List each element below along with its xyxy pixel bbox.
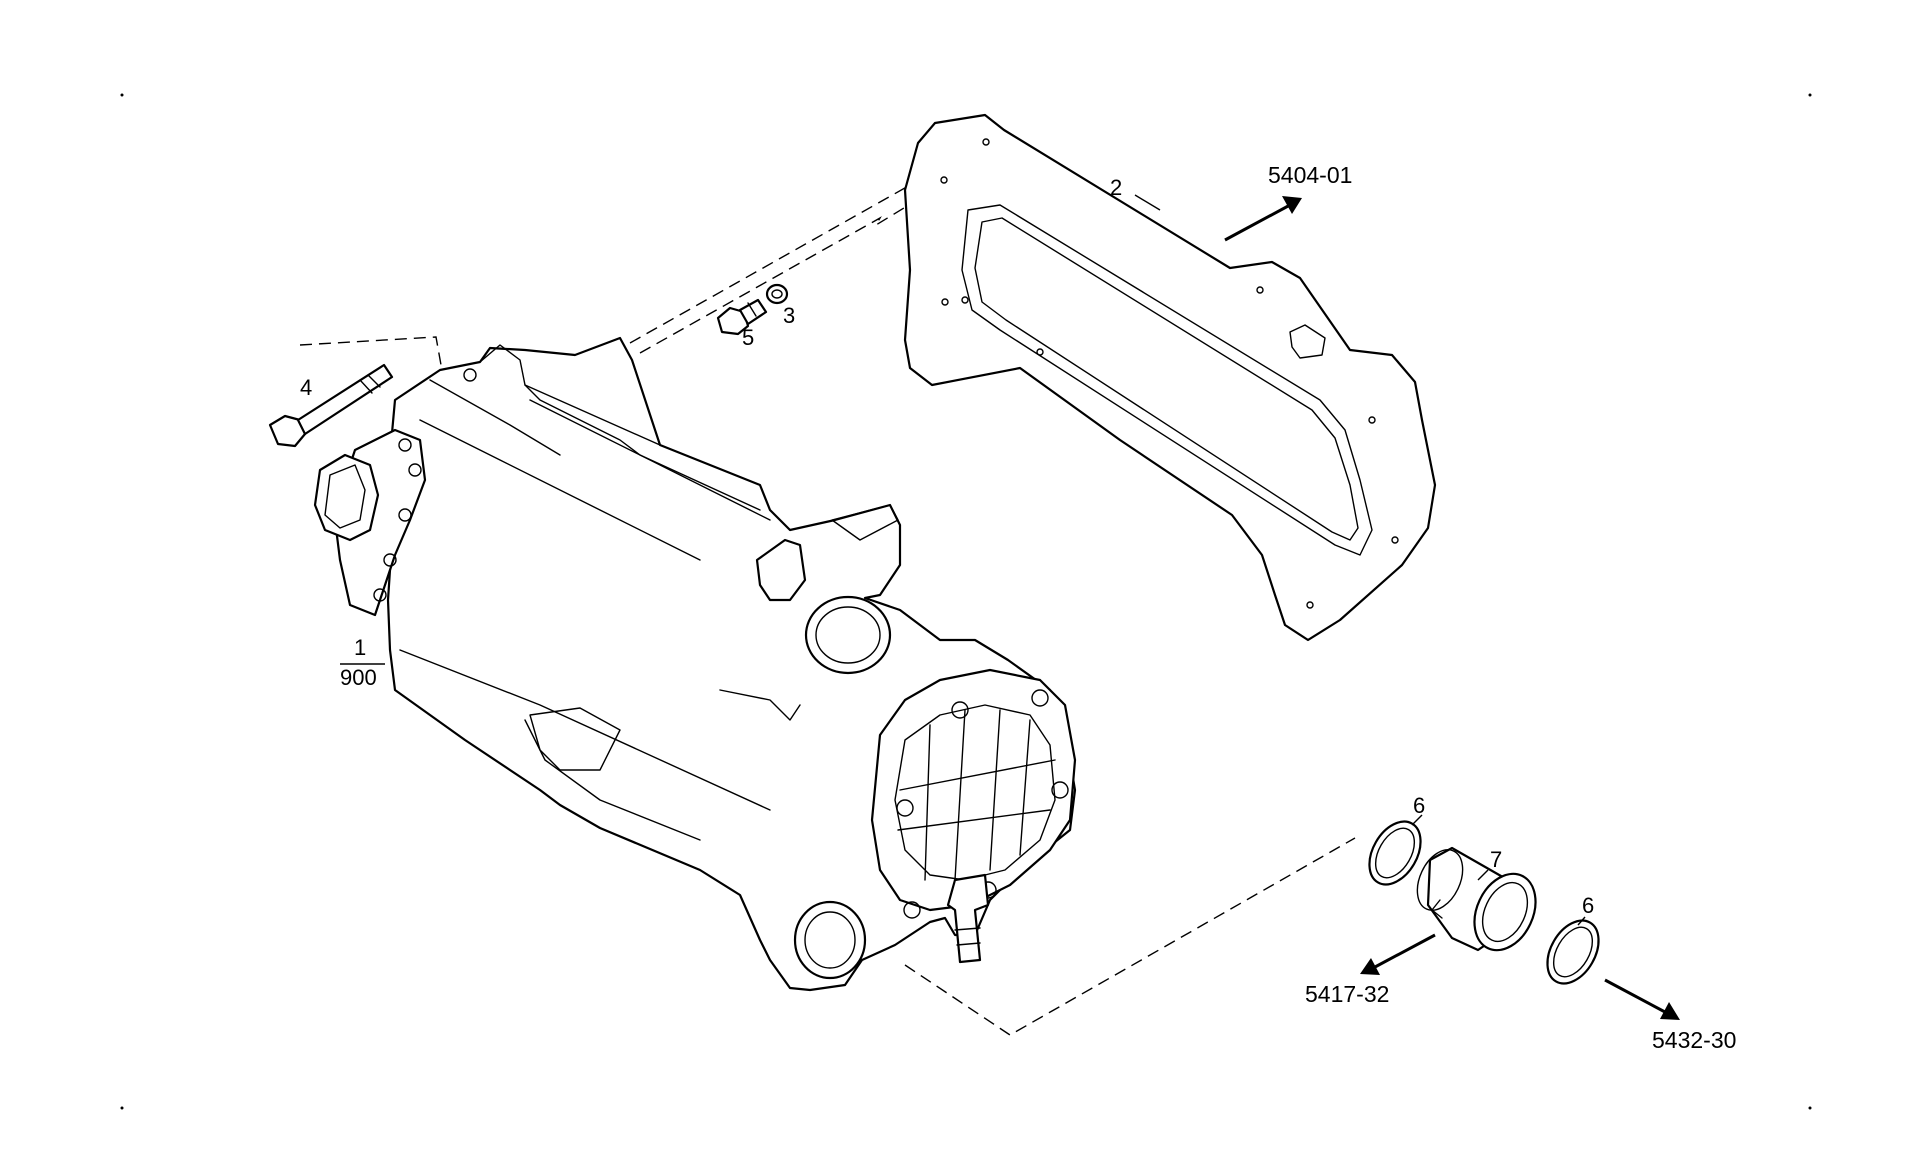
callout-4: 4 (300, 375, 312, 400)
long-bolt (268, 363, 394, 448)
small-bolt (716, 298, 768, 336)
main-housing (313, 336, 1077, 992)
reference-5417-32: 5417-32 (1305, 981, 1389, 1007)
callout-6-right: 6 (1582, 893, 1594, 918)
callout-labels: 1 900 2 3 4 5 6 7 6 (300, 175, 1594, 918)
callout-7: 7 (1490, 847, 1502, 872)
reference-5432-30: 5432-30 (1652, 1027, 1736, 1053)
arrow-head-icon (1360, 958, 1380, 975)
callout-1-quantity: 900 (340, 665, 377, 690)
callout-2: 2 (1110, 175, 1122, 200)
corner-marks (120, 93, 1812, 1110)
o-ring-left (1368, 820, 1422, 886)
coupling-sleeve (1416, 846, 1537, 952)
arrow-head-icon (1660, 1002, 1680, 1020)
callout-6-left: 6 (1413, 793, 1425, 818)
reference-arrows (1224, 196, 1680, 1020)
callout-5: 5 (742, 325, 754, 350)
callout-leaders (1134, 194, 1586, 926)
reference-5404-01: 5404-01 (1268, 162, 1352, 188)
o-ring-right (1546, 919, 1600, 985)
callout-1: 1 (354, 635, 366, 660)
washer (765, 283, 789, 305)
reference-labels: 5404-01 5417-32 5432-30 (1268, 162, 1736, 1053)
callout-3: 3 (783, 303, 795, 328)
arrow-head-icon (1282, 196, 1302, 214)
gasket-plate (903, 113, 1437, 642)
